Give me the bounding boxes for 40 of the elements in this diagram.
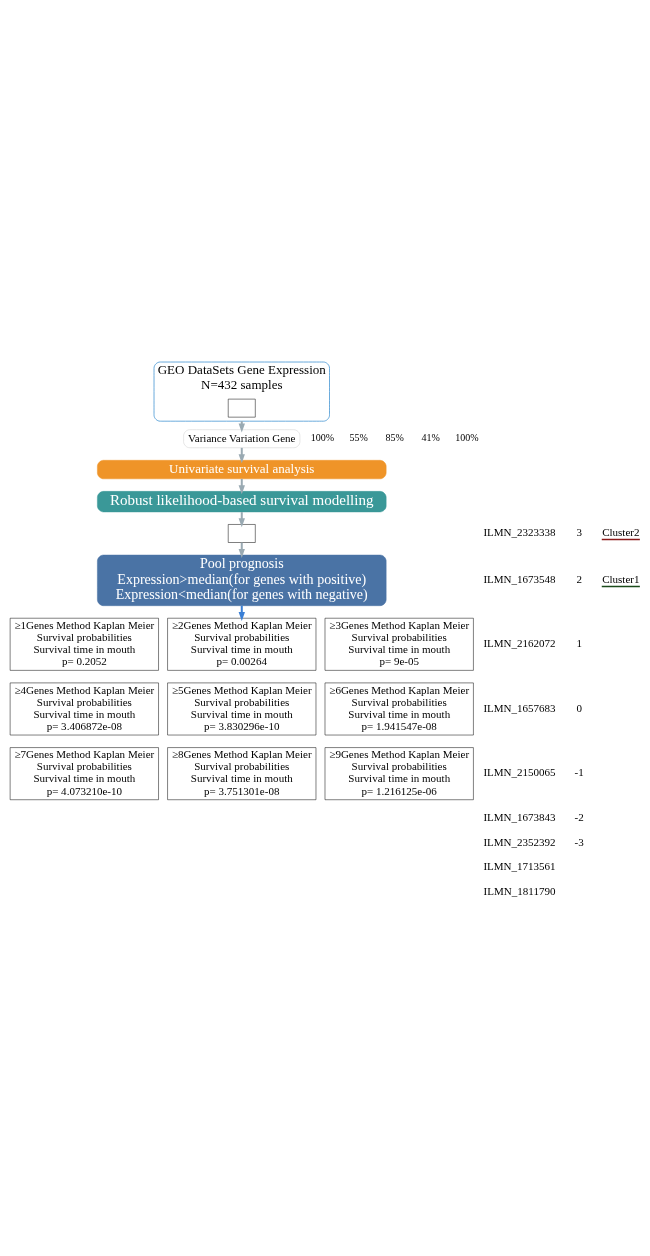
node-box: ≥5Genes Method Kaplan Meier Survival probabilities Survival time in mouth p= 3.830296e-10	[167, 682, 317, 736]
node-box: ≥9Genes Method Kaplan Meier Survival probabilities Survival time in mouth p= 1.216125e-06	[324, 747, 474, 800]
label: ILMN_1811790	[483, 884, 556, 897]
node-box: ≥2Genes Method Kaplan Meier Survival probabilities Survival time in mouth p= 0.00264	[167, 617, 317, 671]
node-box: Pool prognosis Expression>median(for genes with positive) Expression<median(for genes with negative)	[97, 554, 387, 606]
label: -1	[574, 766, 584, 779]
node-box: ≥1Genes Method Kaplan Meier Survival probabilities Survival time in mouth p= 0.2052	[9, 617, 159, 671]
legend-label: Cluster2	[602, 526, 640, 539]
label: 41%	[421, 432, 440, 444]
label: ILMN_2162072	[483, 637, 556, 650]
node-box: ≥7Genes Method Kaplan Meier Survival probabilities Survival time in mouth p= 4.073210e-10	[9, 747, 159, 800]
label: ILMN_2150065	[483, 766, 556, 779]
label: 100%	[310, 432, 335, 444]
node-box: Univariate survival analysis	[97, 460, 387, 480]
label: 1	[576, 637, 582, 650]
cluster: GEO DataSets Gene Expression N=432 samples	[153, 361, 330, 422]
label: 2	[576, 573, 582, 586]
label: ILMN_1657683	[483, 701, 556, 714]
node-box	[228, 524, 256, 543]
node-box: ≥8Genes Method Kaplan Meier Survival probabilities Survival time in mouth p= 3.751301e-08	[167, 747, 317, 800]
label: 85%	[385, 432, 404, 444]
legend-label: Cluster1	[602, 573, 640, 586]
label: 100%	[455, 432, 479, 444]
label: -2	[574, 811, 584, 824]
node-box: ≥4Genes Method Kaplan Meier Survival probabilities Survival time in mouth p= 3.406872e-08	[9, 682, 159, 736]
label: 3	[576, 526, 582, 539]
label: ILMN_1713561	[483, 860, 556, 873]
label: ILMN_2323338	[483, 526, 556, 539]
label: ILMN_1673843	[483, 811, 556, 824]
label: 55%	[349, 432, 368, 444]
node-box: ≥6Genes Method Kaplan Meier Survival probabilities Survival time in mouth p= 1.941547e-08	[324, 682, 474, 736]
label: ILMN_1673548	[483, 573, 556, 586]
node-box: Variance Variation Gene	[183, 429, 301, 448]
arrow	[238, 421, 245, 433]
node-box: ≥3Genes Method Kaplan Meier Survival probabilities Survival time in mouth p= 9e-05	[324, 617, 474, 671]
node-box: Robust likelihood-based survival modelling	[97, 491, 387, 513]
label: -3	[574, 835, 584, 848]
label: 0	[576, 701, 582, 714]
node-box	[228, 398, 256, 418]
label: ILMN_2352392	[483, 835, 556, 848]
